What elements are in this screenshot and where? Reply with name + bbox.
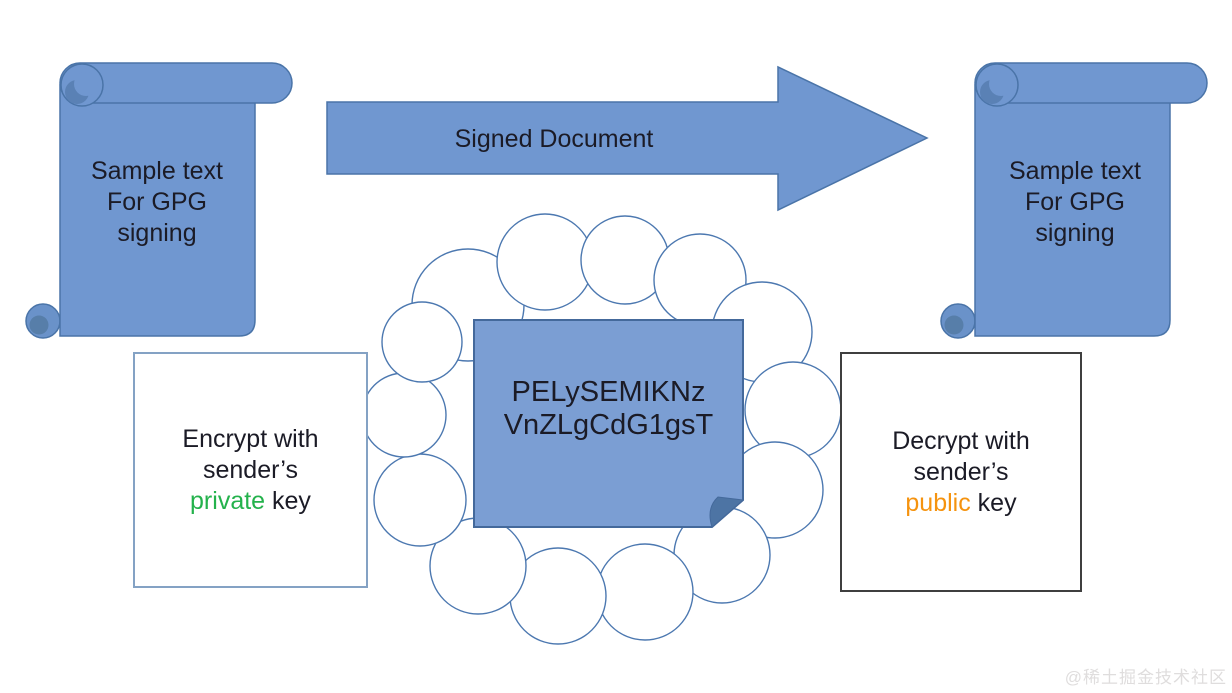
note-text: PELySEMIKNz VnZLgCdG1gsT [468,376,749,442]
decrypt-box: Decrypt with sender’s public key [840,352,1082,592]
encrypt-box-text: Encrypt with sender’s private key [182,424,318,517]
cloud-shape [361,213,842,645]
note-folded-corner [709,496,745,528]
encrypt-line-2: sender’s [203,455,298,484]
decrypt-line-1: Decrypt with [892,426,1030,455]
right-scroll-line-2: For GPG [1024,188,1125,216]
public-keyword: public [905,488,971,517]
decrypt-key-word: key [970,488,1017,517]
decrypt-box-text: Decrypt with sender’s public key [892,426,1030,519]
private-keyword: private [190,486,266,515]
arrow-label: Signed Document [454,125,654,153]
encrypt-line-3: private key [182,486,318,517]
left-scroll-line-1: Sample text [90,157,223,185]
left-scroll-text: Sample text For GPG signing [57,156,257,249]
watermark: @稀土掘金技术社区 [1064,668,1227,687]
right-scroll-text: Sample text For GPG signing [975,156,1175,249]
encrypt-line-1: Encrypt with [182,424,319,453]
signed-document-arrow [326,65,929,212]
left-scroll-line-2: For GPG [106,188,207,216]
note-line-1: PELySEMIKNz [511,376,706,408]
right-scroll-line-1: Sample text [1008,157,1141,185]
decrypt-line-3: public key [892,488,1030,519]
encrypt-box: Encrypt with sender’s private key [133,352,368,588]
note-line-2: VnZLgCdG1gsT [503,409,714,441]
right-scroll-line-3: signing [1035,219,1115,247]
decrypt-line-2: sender’s [913,457,1009,486]
encrypt-key-word: key [265,486,311,515]
left-scroll-line-3: signing [117,219,197,247]
